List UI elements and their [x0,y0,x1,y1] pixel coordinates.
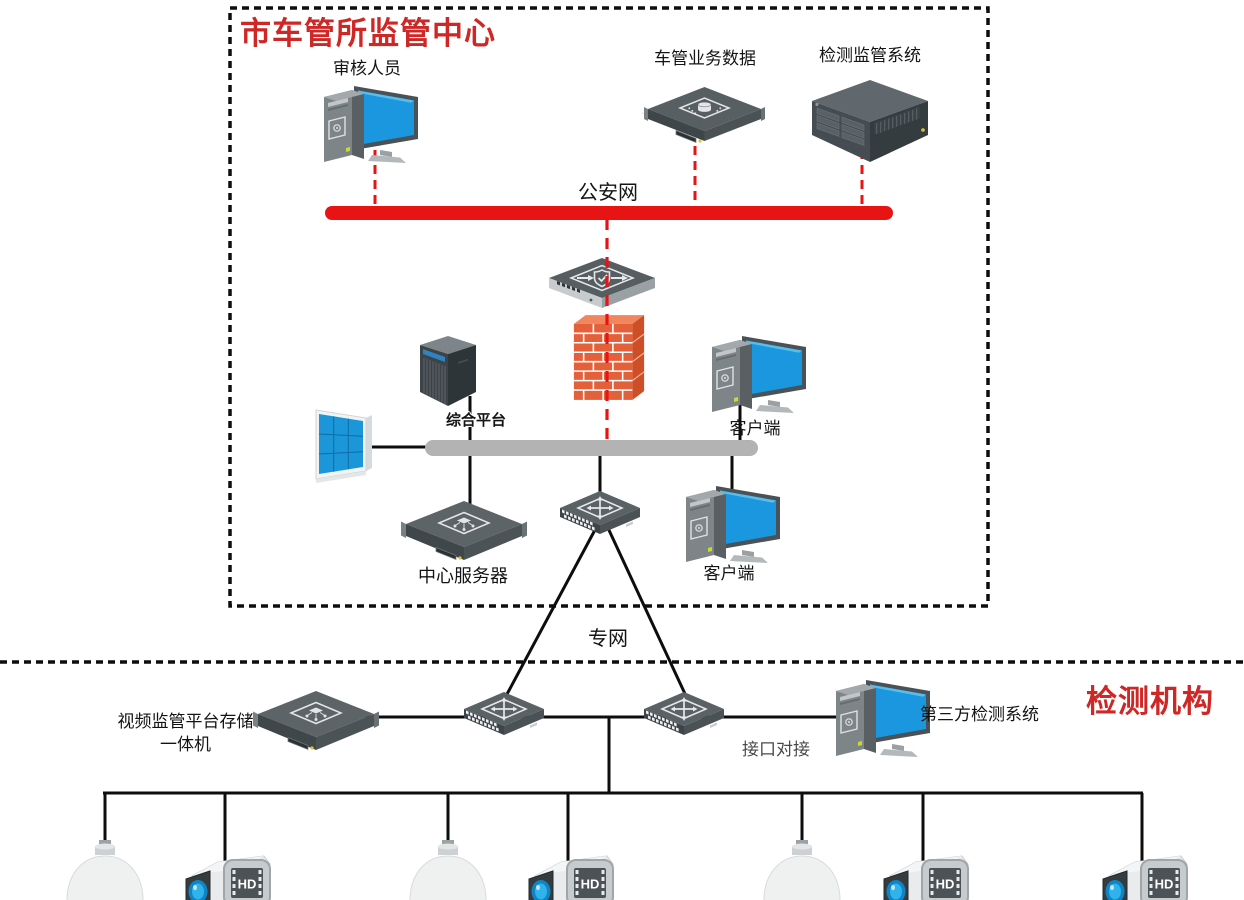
red-dashed-links [373,146,864,208]
client-top-label: 客户端 [729,419,781,438]
hd-camera-icon [178,842,276,900]
central-server-label: 中心服务器 [418,566,508,586]
inspection-zone-title: 检测机构 [1086,684,1214,719]
inspection-supervision-server-icon [804,74,934,162]
security-gateway-icon [543,252,661,316]
video-storage-label: 视频监管平台存储 一体机 [88,710,283,756]
client-workstation-bottom-icon [674,476,784,564]
auditor-label: 审核人员 [333,59,401,78]
interface-link-label: 接口对接 [742,740,810,759]
center-zone-title: 市车管所监管中心 [240,16,496,51]
vehicle-data-label: 车管业务数据 [654,49,756,68]
video-storage-label-line2: 一体机 [160,735,211,754]
core-switch-icon [556,487,644,539]
integrated-platform-chassis-icon [414,332,482,408]
branch-switch-left-icon [460,688,548,740]
vehicle-data-server-icon [642,82,767,148]
hd-camera-icon [876,842,974,900]
private-network-label: 专网 [588,628,628,650]
central-server-icon [398,494,528,566]
video-storage-label-line1: 视频监管平台存储 [117,712,254,731]
center-zone-border [228,6,990,608]
auditor-workstation-icon [312,76,422,164]
client-bottom-label: 客户端 [703,564,755,583]
dome-camera-icon [404,840,492,900]
police-network-label: 公安网 [578,182,638,204]
dome-camera-icon [758,840,846,900]
client-workstation-top-icon [700,326,810,414]
firewall-brick-wall-icon [570,310,648,404]
third-party-system-label: 第三方检测系统 [920,705,1039,724]
hd-camera-icon [1095,842,1193,900]
dome-camera-icon [61,840,149,900]
inspection-system-label: 检测监管系统 [819,46,921,65]
hd-camera-icon [521,842,619,900]
integrated-platform-label: 综合平台 [446,412,507,429]
video-wall-icon [314,406,376,484]
branch-switch-right-icon [640,688,728,740]
third-party-workstation-icon [824,670,934,758]
